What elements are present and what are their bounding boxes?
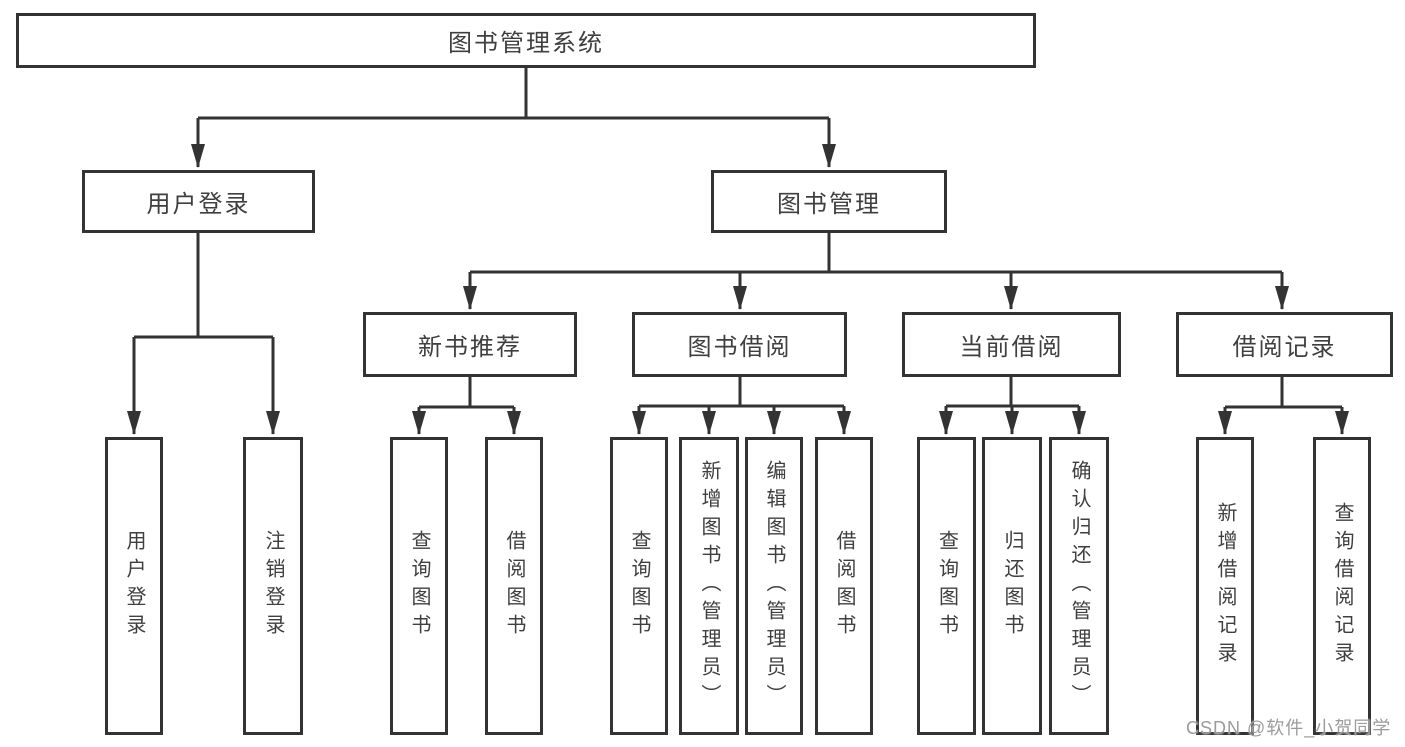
leaf-query-books-recommend: 查询图书 [390, 437, 448, 735]
leaf-query-books-current: 查询图书 [917, 437, 976, 735]
leaf-add-books-admin: 新增图书（管理员） [679, 437, 739, 735]
leaf-borrow-books-recommend: 借阅图书 [485, 437, 543, 735]
node-borrowing-records: 借阅记录 [1176, 312, 1393, 377]
node-user-login: 用户登录 [82, 170, 315, 233]
leaf-query-books-borrowing: 查询图书 [610, 437, 668, 735]
leaf-edit-books-admin: 编辑图书（管理员） [745, 437, 803, 735]
node-book-borrowing: 图书借阅 [632, 312, 847, 377]
leaf-add-borrow-record: 新增借阅记录 [1196, 437, 1254, 735]
node-root: 图书管理系统 [16, 13, 1036, 68]
leaf-borrow-books-borrowing: 借阅图书 [815, 437, 873, 735]
node-current-borrowing: 当前借阅 [902, 312, 1121, 377]
csdn-watermark: CSDN @软件_小贺同学 [1186, 718, 1392, 738]
leaf-logout: 注销登录 [243, 437, 303, 735]
node-new-book-recommendation: 新书推荐 [363, 312, 577, 377]
leaf-return-books: 归还图书 [982, 437, 1042, 735]
leaf-confirm-return-admin: 确认归还（管理员） [1049, 437, 1109, 735]
leaf-query-borrow-record: 查询借阅记录 [1313, 437, 1371, 735]
leaf-user-login: 用户登录 [105, 437, 163, 735]
node-book-management: 图书管理 [711, 170, 947, 233]
